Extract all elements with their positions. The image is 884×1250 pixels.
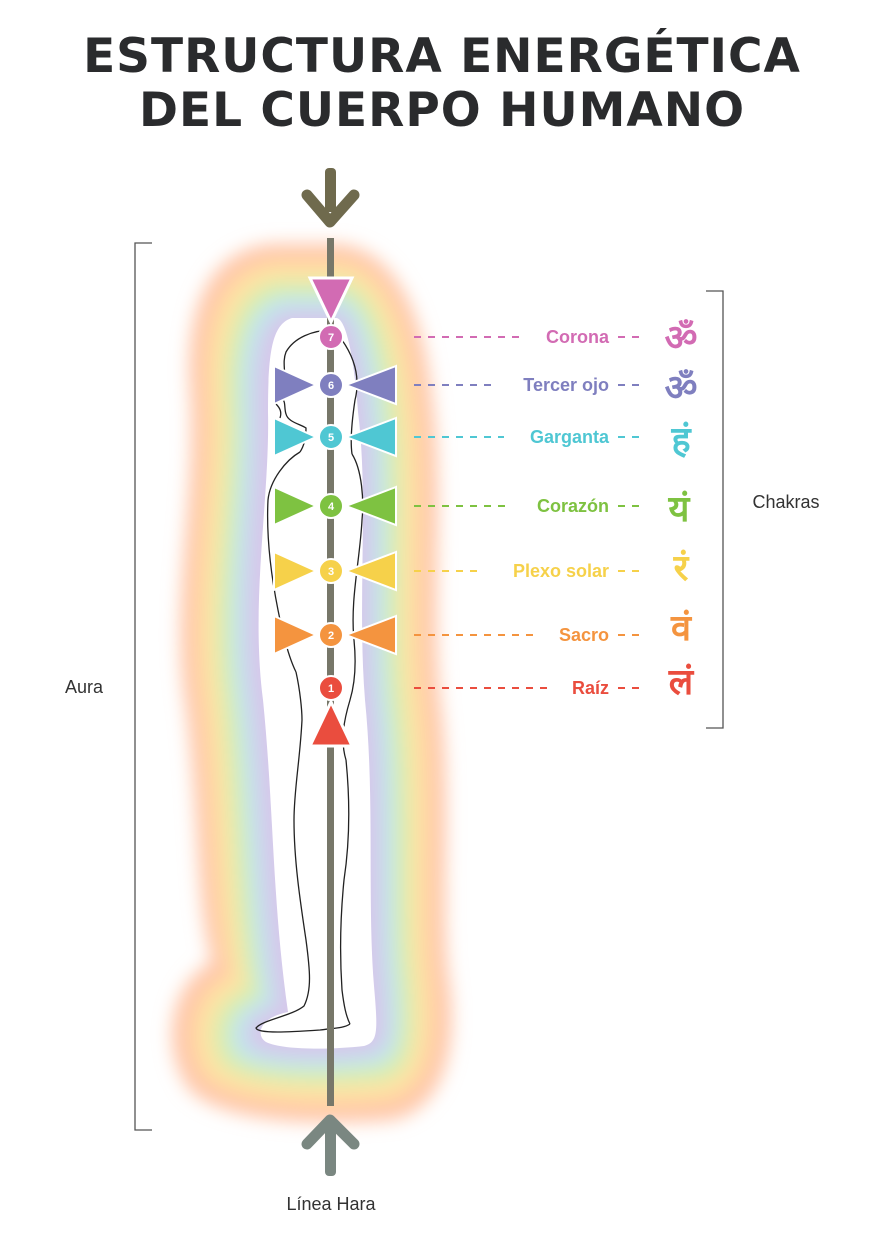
chakra-6: 6 bbox=[318, 372, 344, 398]
chakra-1: 1 bbox=[318, 675, 344, 701]
chakra-1-symbol: लं bbox=[668, 662, 695, 703]
chakra-7-symbol: ॐ bbox=[665, 318, 698, 359]
chakra-5-number: 5 bbox=[328, 432, 334, 444]
chakra-4-right-triangle-icon bbox=[343, 485, 397, 527]
chakra-4-number: 4 bbox=[328, 501, 335, 513]
chakras-bracket bbox=[706, 290, 724, 729]
chakra-2-symbol: वं bbox=[670, 608, 693, 649]
chakra-2-circle bbox=[318, 622, 344, 648]
chakra-5: 5 bbox=[318, 424, 344, 450]
page-title: ESTRUCTURA ENERGÉTICA DEL CUERPO HUMANO bbox=[0, 30, 884, 138]
chakra-3-left-triangle-icon bbox=[273, 550, 319, 592]
leader-lines bbox=[414, 336, 644, 689]
aura-label: Aura bbox=[65, 677, 104, 697]
hara-label: Línea Hara bbox=[286, 1194, 376, 1214]
chakra-2-right-triangle-icon bbox=[343, 614, 397, 656]
chakra-7-circle bbox=[318, 324, 344, 350]
title-line-1: ESTRUCTURA ENERGÉTICA bbox=[83, 29, 801, 84]
chakra-2-number: 2 bbox=[328, 630, 334, 642]
chakra-7-name: Corona bbox=[546, 327, 610, 347]
chakra-7: 7 bbox=[318, 324, 344, 350]
chakra-1-number: 1 bbox=[328, 683, 334, 695]
chakra-5-symbol: हं bbox=[670, 420, 692, 461]
chakra-1-circle bbox=[318, 675, 344, 701]
bottom-arrow-icon bbox=[301, 1114, 360, 1176]
chakra-3-symbol: रं bbox=[673, 548, 690, 589]
chakra-side-triangles bbox=[273, 364, 397, 656]
chakra-3-right-triangle-icon bbox=[343, 550, 397, 592]
chakra-6-circle bbox=[318, 372, 344, 398]
chakra-7-number: 7 bbox=[328, 332, 334, 344]
crown-triangle-icon bbox=[307, 276, 355, 326]
chakra-5-circle bbox=[318, 424, 344, 450]
chakras-label: Chakras bbox=[752, 492, 819, 512]
chakra-3-circle bbox=[318, 558, 344, 584]
chakra-6-number: 6 bbox=[328, 380, 334, 392]
chakra-1-name: Raíz bbox=[572, 678, 609, 698]
chakra-6-name: Tercer ojo bbox=[523, 375, 609, 395]
hara-line bbox=[327, 238, 334, 1106]
chakra-4-circle bbox=[318, 493, 344, 519]
chakra-3-name: Plexo solar bbox=[513, 561, 609, 581]
chakra-2-left-triangle-icon bbox=[273, 614, 319, 656]
chakra-6-symbol: ॐ bbox=[665, 368, 698, 409]
top-arrow-icon bbox=[301, 168, 360, 228]
root-triangle-icon bbox=[307, 698, 355, 748]
chakra-5-right-triangle-icon bbox=[343, 416, 397, 458]
chakra-2: 2 bbox=[318, 622, 344, 648]
title-line-2: DEL CUERPO HUMANO bbox=[138, 83, 746, 138]
aura-bracket bbox=[134, 242, 152, 1131]
chakra-5-name: Garganta bbox=[530, 427, 610, 447]
chakra-4-name: Corazón bbox=[537, 496, 609, 516]
chakra-5-left-triangle-icon bbox=[273, 416, 319, 458]
chakra-6-right-triangle-icon bbox=[343, 364, 397, 406]
chakra-2-name: Sacro bbox=[559, 625, 609, 645]
chakra-3-number: 3 bbox=[328, 566, 334, 578]
chakra-4-symbol: यं bbox=[668, 489, 691, 530]
chakra-6-left-triangle-icon bbox=[273, 364, 319, 406]
chakra-3: 3 bbox=[318, 558, 344, 584]
chakra-4-left-triangle-icon bbox=[273, 485, 319, 527]
chakra-4: 4 bbox=[318, 493, 344, 519]
